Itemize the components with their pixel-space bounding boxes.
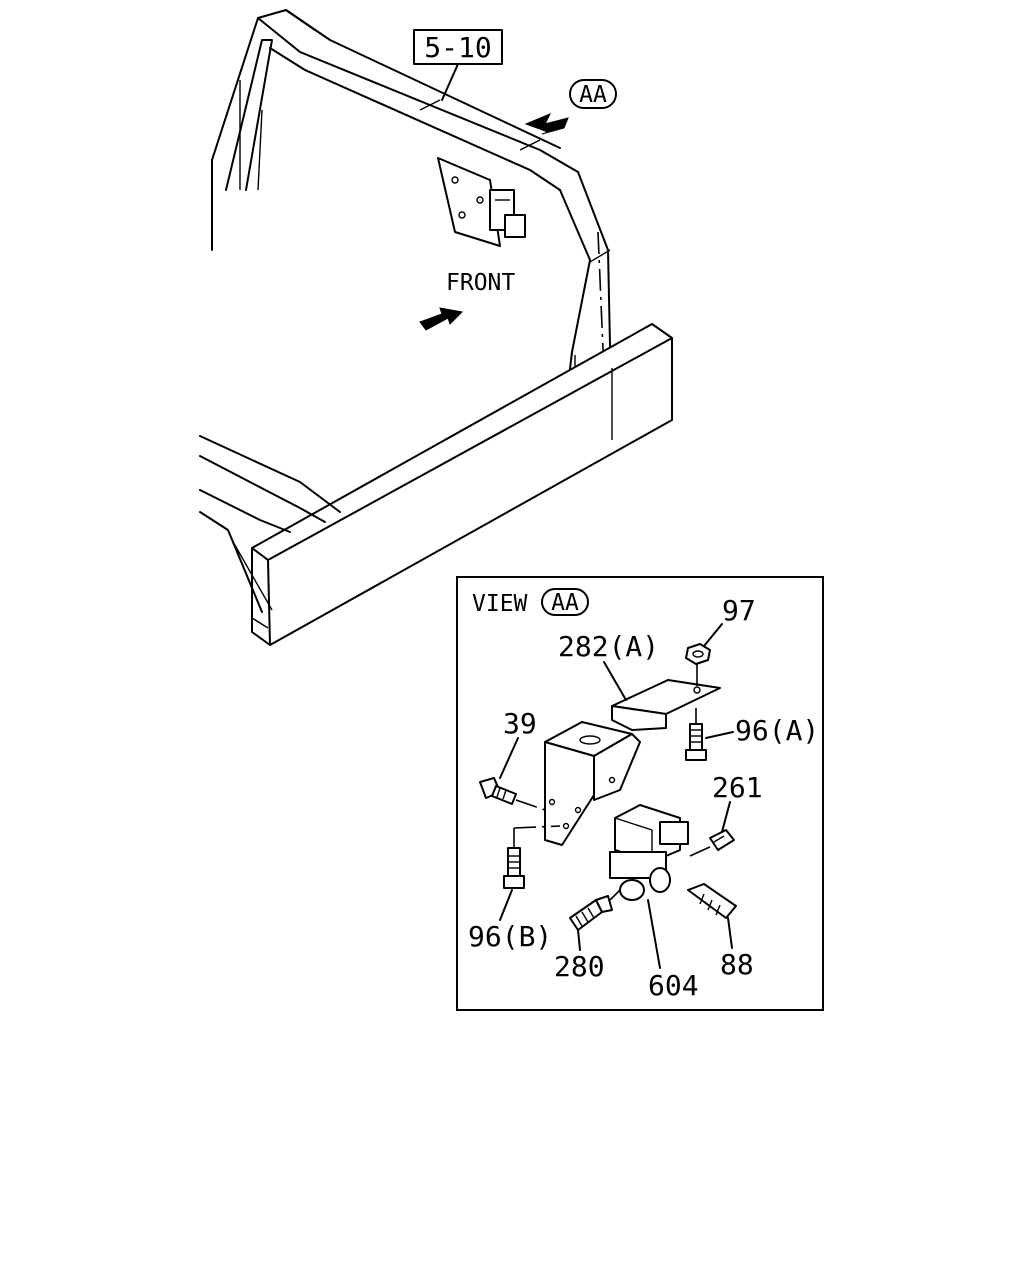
- inset-title: VIEW: [472, 591, 528, 617]
- nut-97: [685, 643, 711, 665]
- cross-member: [199, 323, 673, 646]
- label-97: 97: [722, 594, 756, 627]
- bracket-282a: [544, 679, 721, 846]
- valve-mount-main: [437, 157, 526, 247]
- bolt-96b: [503, 847, 525, 889]
- view-aa-inset: VIEW AA: [456, 576, 824, 1011]
- label-282a: 282(A): [558, 630, 659, 663]
- reference-box-label: 5-10: [424, 31, 491, 64]
- label-88: 88: [720, 948, 754, 981]
- inset-title-callout: AA: [551, 590, 579, 616]
- front-indicator: FRONT: [419, 270, 515, 331]
- fitting-280: [569, 895, 613, 931]
- view-aa-callout-label: AA: [579, 82, 607, 108]
- label-96b: 96(B): [468, 920, 552, 953]
- label-280: 280: [554, 950, 605, 983]
- reference-box: 5-10: [413, 29, 503, 101]
- label-96a: 96(A): [735, 714, 819, 747]
- front-label: FRONT: [446, 270, 515, 296]
- label-261: 261: [712, 771, 763, 804]
- fitting-88: [687, 883, 737, 919]
- view-aa-callout: AA: [524, 79, 617, 135]
- bolt-39: [479, 777, 517, 805]
- view-direction-arrow-icon: [524, 113, 569, 135]
- front-arrow-icon: [419, 307, 464, 331]
- label-604: 604: [648, 969, 699, 1002]
- label-39: 39: [503, 707, 537, 740]
- valve-604: [609, 804, 689, 901]
- bolt-96a: [685, 723, 707, 761]
- plug-261: [709, 829, 735, 851]
